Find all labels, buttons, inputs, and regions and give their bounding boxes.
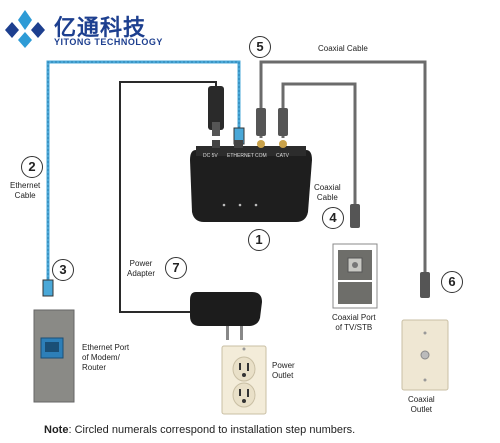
step-5-badge: 5	[249, 36, 271, 58]
logo-chinese: 亿通科技	[54, 16, 147, 41]
step-7-badge: 7	[165, 257, 187, 279]
label-power-adapter: Power Adapter	[127, 259, 156, 278]
label-coaxial-port-tv: Coaxial Port of TV/STB	[332, 313, 376, 332]
footnote-text: : Circled numerals correspond to install…	[68, 424, 356, 436]
footnote: Note: Circled numerals correspond to ins…	[44, 424, 355, 436]
ethernet-plug-router	[42, 279, 54, 297]
footnote-prefix: Note	[44, 424, 69, 436]
step-3-badge: 3	[52, 259, 74, 281]
coax-wall-outlet	[401, 319, 449, 391]
label-ethernet-port: Ethernet Port of Modem/ Router	[82, 343, 130, 372]
label-coaxial-cable-mid: Coaxial Cable	[314, 183, 341, 202]
label-coaxial-outlet: Coaxial Outlet	[408, 395, 435, 414]
port-label-com: COM	[255, 153, 267, 159]
tv-coax-port	[332, 243, 378, 309]
label-power-outlet: Power Outlet	[272, 361, 295, 380]
logo-mark-icon	[5, 10, 45, 48]
logo-english: YITONG TECHNOLOGY	[54, 37, 163, 47]
power-adapter	[190, 292, 262, 340]
power-plug	[208, 86, 224, 130]
power-outlet	[221, 345, 267, 415]
port-label-ethernet: ETHERNET	[227, 153, 254, 159]
step-2-badge: 2	[21, 156, 43, 178]
converter-device	[190, 140, 312, 222]
logo: 亿通科技 YITONG TECHNOLOGY	[8, 8, 168, 50]
port-label-dc: DC 5V	[203, 153, 218, 159]
step-1-badge: 1	[248, 229, 270, 251]
step-4-badge: 4	[322, 207, 344, 229]
port-label-catv: CATV	[276, 153, 289, 159]
step-6-badge: 6	[441, 271, 463, 293]
label-coaxial-cable-top: Coaxial Cable	[318, 44, 368, 53]
coax-cable-outlet	[259, 60, 427, 290]
label-ethernet-cable: Ethernet Cable	[10, 181, 41, 200]
router-ethernet-port	[33, 309, 75, 403]
